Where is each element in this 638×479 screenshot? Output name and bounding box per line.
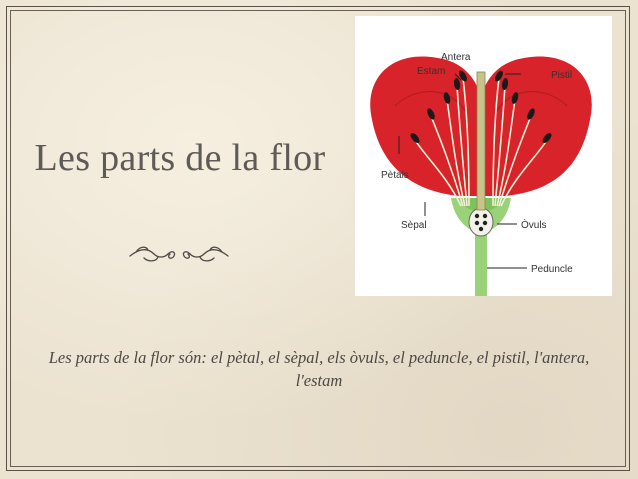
label-pistil: Pistil	[551, 70, 572, 81]
label-estam: Estam	[417, 66, 445, 77]
anthers	[410, 70, 552, 143]
flower-diagram: Antera Estam Pistil Pètals Sèpal Òvuls P…	[355, 16, 612, 296]
label-peduncle: Peduncle	[531, 264, 573, 275]
ovary-shape	[468, 207, 494, 237]
slide-frame-outer	[6, 6, 630, 471]
stem-shape	[451, 198, 511, 296]
label-petals: Pètals	[381, 170, 409, 181]
slide-caption: Les parts de la flor són: el pètal, el s…	[48, 348, 590, 390]
pistil-shape	[476, 71, 486, 211]
flourish-ornament	[129, 246, 229, 262]
label-ovuls: Òvuls	[521, 218, 547, 231]
slide-frame-inner	[10, 10, 626, 467]
label-sepal: Sèpal	[401, 220, 427, 231]
slide-title: Les parts de la flor	[34, 137, 326, 179]
label-antera: Antera	[441, 52, 471, 63]
